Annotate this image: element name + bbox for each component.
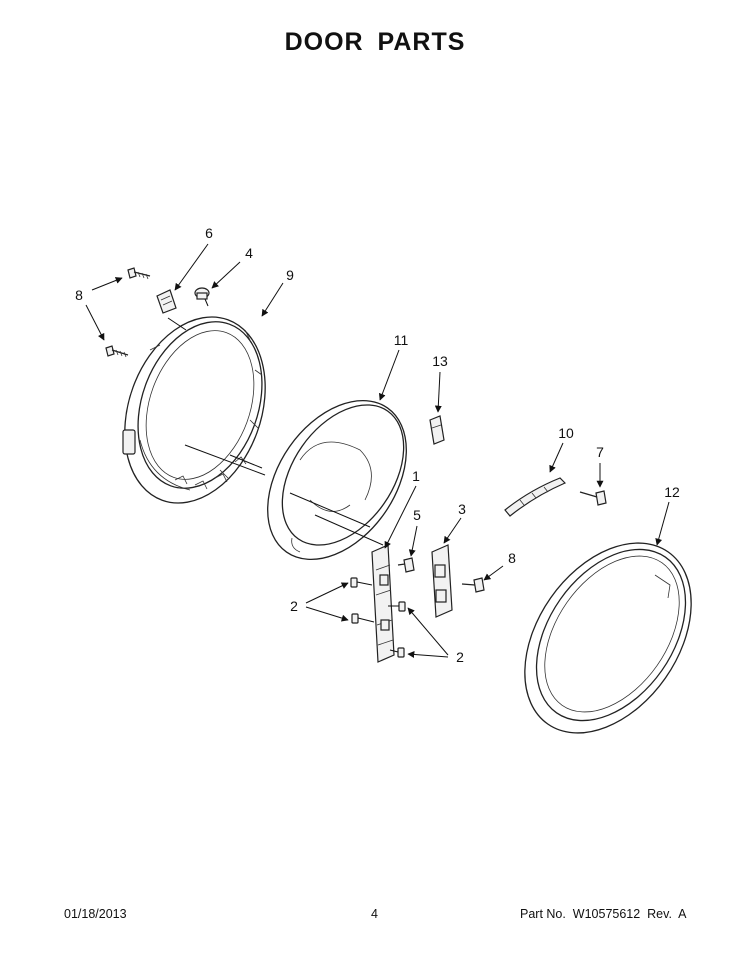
callout-8-upper: 8 bbox=[75, 287, 83, 303]
part-8-screw-right bbox=[461, 577, 485, 593]
part-1-hinge bbox=[371, 544, 395, 663]
part-5-screw bbox=[397, 557, 415, 573]
alignment-lines bbox=[167, 298, 384, 546]
callout-5: 5 bbox=[413, 507, 421, 523]
part-11-door-glass bbox=[267, 399, 407, 561]
part-2-pins bbox=[350, 577, 406, 658]
callout-12: 12 bbox=[664, 484, 680, 500]
footer-page-number: 4 bbox=[371, 907, 378, 921]
part-8-screw-upper bbox=[127, 267, 151, 280]
callout-3: 3 bbox=[458, 501, 466, 517]
part-6-hinge-bracket bbox=[156, 289, 177, 314]
part-10-handle bbox=[504, 477, 567, 517]
page-title: DOOR PARTS bbox=[284, 28, 466, 56]
callout-9: 9 bbox=[286, 267, 294, 283]
part-4-plug bbox=[194, 287, 210, 300]
callout-leaders bbox=[85, 243, 670, 658]
callout-2-right: 2 bbox=[456, 649, 464, 665]
callout-4: 4 bbox=[245, 245, 253, 261]
callout-7: 7 bbox=[596, 444, 604, 460]
callout-8-right: 8 bbox=[508, 550, 516, 566]
part-7-screw bbox=[579, 490, 607, 506]
callout-11: 11 bbox=[394, 332, 409, 348]
callout-6: 6 bbox=[205, 225, 213, 241]
callout-1: 1 bbox=[412, 468, 420, 484]
footer-part-number: Part No. W10575612 Rev. A bbox=[520, 907, 687, 921]
part-3-hinge-plate bbox=[431, 544, 453, 618]
part-9-inner-door-frame bbox=[122, 316, 266, 504]
part-13-clip bbox=[429, 415, 445, 445]
footer-date: 01/18/2013 bbox=[64, 907, 127, 921]
callout-2-left: 2 bbox=[290, 598, 298, 614]
callout-13: 13 bbox=[432, 353, 448, 369]
part-8-screw-lower-left bbox=[105, 345, 129, 358]
callout-10: 10 bbox=[558, 425, 574, 441]
part-12-outer-door-ring bbox=[524, 542, 692, 734]
